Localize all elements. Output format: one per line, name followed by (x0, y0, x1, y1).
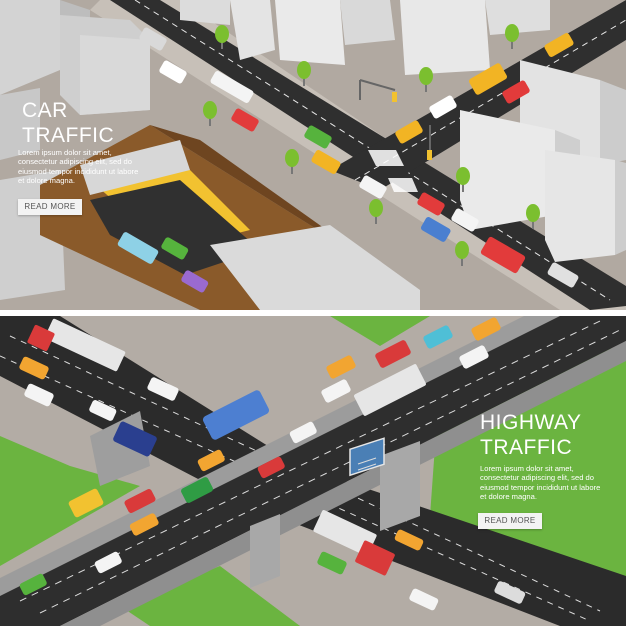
right-buildings (460, 60, 626, 262)
highway-traffic-read-more-button[interactable]: READ MORE (478, 513, 542, 529)
highway-traffic-banner: HIGHWAY TRAFFIC Lorem ipsum dolor sit am… (0, 316, 626, 626)
highway-traffic-title: HIGHWAY TRAFFIC (480, 410, 582, 460)
title-line-2: TRAFFIC (22, 124, 115, 147)
highway-sign (349, 437, 385, 477)
left-buildings (0, 0, 150, 300)
car-traffic-banner: CAR TRAFFIC Lorem ipsum dolor sit amet, … (0, 0, 626, 310)
banner-divider (0, 310, 626, 316)
description-line: et dolore magna. (480, 492, 537, 502)
car-traffic-description: Lorem ipsum dolor sit amet, consectetur … (18, 148, 138, 186)
overpass-deck (0, 316, 626, 626)
title-line-1: HIGHWAY (480, 411, 582, 434)
tunnel-cutaway (40, 125, 420, 310)
description-line: Lorem ipsum dolor sit amet, (18, 148, 112, 157)
vehicles (19, 317, 526, 611)
top-buildings (180, 0, 550, 75)
highway-traffic-illustration (0, 316, 626, 626)
description-line: consectetur adipiscing elit, sed do (18, 157, 132, 167)
description-line: eiusmod tempor incididunt ut labore (18, 166, 139, 176)
description-line: et dolore magna. (18, 176, 75, 186)
grass-left (0, 436, 140, 566)
description-line: consectetur adipiscing elit, sed do (480, 473, 594, 483)
traffic-lights (359, 79, 432, 160)
car-traffic-title: CAR TRAFFIC (22, 98, 114, 148)
city-traffic-illustration (0, 0, 626, 310)
description-line: eiusmod tempor incididunt ut labore (480, 482, 601, 492)
cars (117, 27, 579, 293)
car-traffic-read-more-button[interactable]: READ MORE (18, 199, 82, 215)
highway-traffic-description: Lorem ipsum dolor sit amet, consectetur … (480, 464, 600, 502)
trees (203, 24, 540, 266)
description-line: Lorem ipsum dolor sit amet, (480, 464, 574, 473)
title-line-2: TRAFFIC (480, 436, 573, 459)
bridge-pillars (90, 411, 420, 588)
title-line-1: CAR (22, 99, 68, 122)
crosswalk (368, 150, 418, 192)
